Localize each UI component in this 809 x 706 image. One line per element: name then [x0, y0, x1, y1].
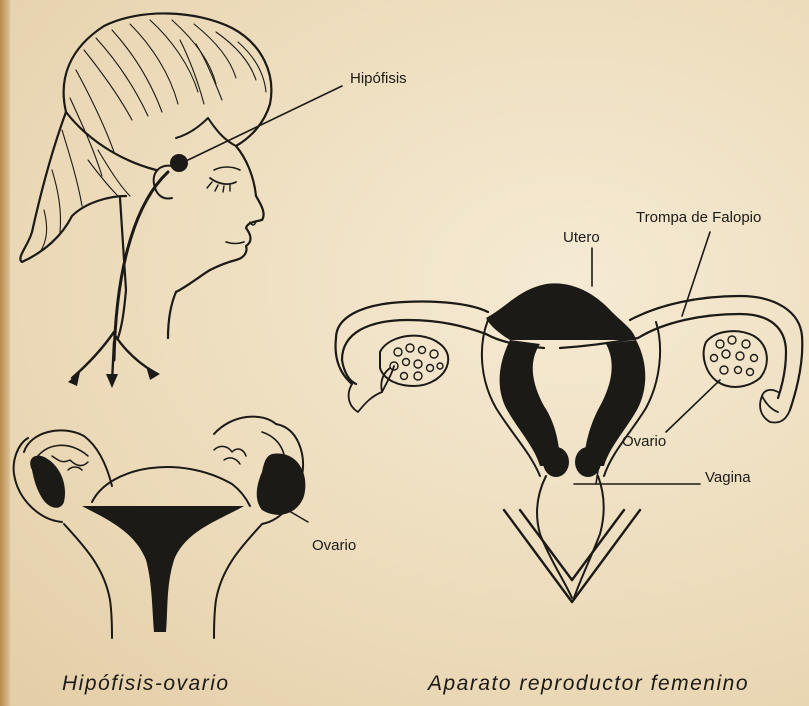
woman-head-drawing — [20, 13, 342, 388]
caption-aparato-reproductor: Aparato reproductor femenino — [428, 672, 749, 696]
label-trompa-de-falopio: Trompa de Falopio — [636, 210, 761, 225]
label-ovario-left: Ovario — [312, 538, 356, 553]
label-utero: Utero — [563, 230, 600, 245]
caption-hipofisis-ovario: Hipófisis-ovario — [62, 672, 230, 696]
large-uterus-drawing — [336, 232, 803, 602]
label-hipofisis: Hipófisis — [350, 71, 407, 86]
label-ovario-right: Ovario — [622, 434, 666, 449]
label-vagina: Vagina — [705, 470, 751, 485]
small-uterus-drawing — [14, 417, 308, 638]
